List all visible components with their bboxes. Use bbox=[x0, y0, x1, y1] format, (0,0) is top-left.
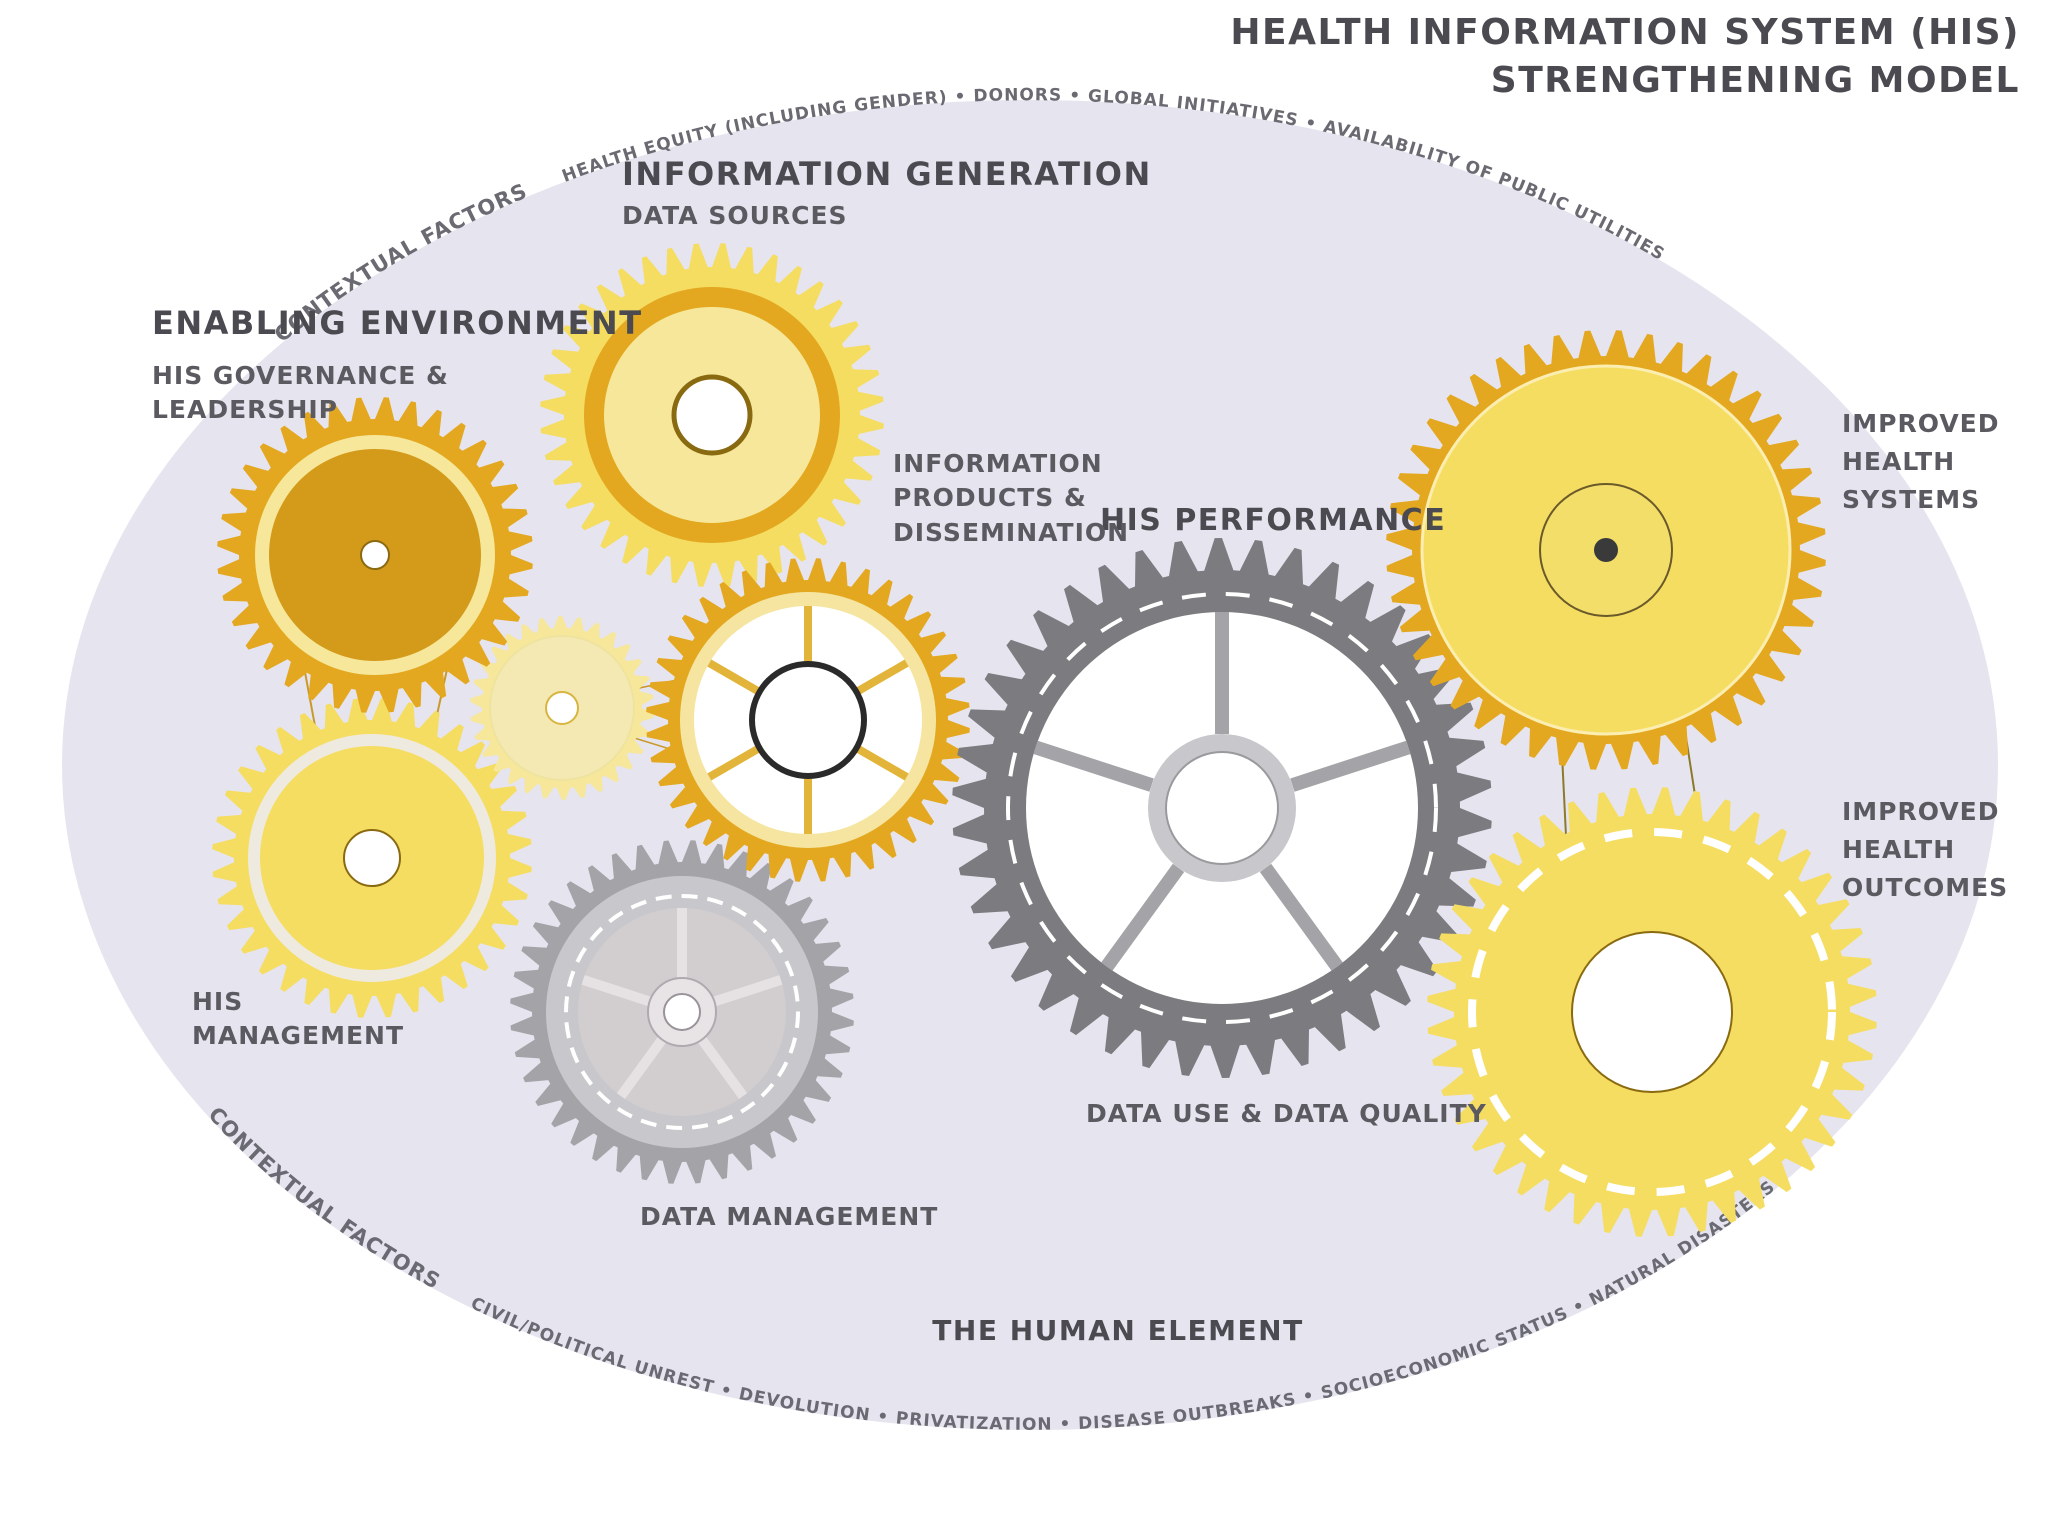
gear-his-performance bbox=[952, 538, 1492, 1078]
gear-spoke bbox=[1259, 863, 1343, 971]
label-improved-outcomes-line1: IMPROVED bbox=[1842, 797, 2000, 826]
gear-hub bbox=[749, 661, 867, 779]
label-info-products-line3: DISSEMINATION bbox=[893, 518, 1129, 547]
gear-spoke bbox=[581, 975, 656, 1008]
label-data-use-quality: DATA USE & DATA QUALITY bbox=[1086, 1099, 1487, 1128]
gear-hub bbox=[663, 993, 701, 1031]
gear-spoke bbox=[1101, 863, 1185, 971]
heading-his-performance: HIS PERFORMANCE bbox=[1100, 503, 1446, 538]
gear-information-products bbox=[646, 558, 970, 882]
label-governance-line1: HIS GOVERNANCE & bbox=[152, 361, 449, 390]
gear-hub bbox=[1594, 538, 1618, 562]
gear-hub bbox=[1571, 931, 1733, 1093]
heading-enabling-environment: ENABLING ENVIRONMENT bbox=[152, 304, 643, 342]
label-improved-outcomes-line3: OUTCOMES bbox=[1842, 873, 2008, 902]
gear-hub bbox=[360, 540, 390, 570]
heading-information-generation: INFORMATION GENERATION bbox=[622, 155, 1152, 193]
gear-improved-outcomes bbox=[1427, 787, 1877, 1237]
label-his-management-line1: HIS bbox=[192, 987, 243, 1016]
gear-data-management bbox=[510, 840, 854, 1184]
gear-spoke bbox=[1033, 740, 1154, 792]
gear-small-connector bbox=[470, 616, 654, 800]
label-improved-systems-line1: IMPROVED bbox=[1842, 409, 2000, 438]
gear-hub bbox=[1165, 751, 1279, 865]
gear-ring bbox=[564, 894, 800, 1130]
label-human-element: THE HUMAN ELEMENT bbox=[932, 1314, 1303, 1347]
gear-spoke bbox=[851, 659, 909, 698]
gear-governance bbox=[217, 397, 533, 713]
gear-spoke bbox=[695, 1033, 748, 1100]
label-improved-systems-line2: HEALTH bbox=[1842, 447, 1955, 476]
gear-data-sources bbox=[540, 243, 884, 587]
gear-spoke bbox=[708, 975, 783, 1008]
diagram-title-line1: HEALTH INFORMATION SYSTEM (HIS) bbox=[1230, 12, 2020, 53]
label-data-management: DATA MANAGEMENT bbox=[640, 1202, 938, 1231]
gear-spoke bbox=[616, 1033, 669, 1100]
gear-hub bbox=[343, 829, 401, 887]
gear-spoke bbox=[851, 742, 909, 781]
label-governance-line2: LEADERSHIP bbox=[152, 395, 338, 424]
gear-spoke bbox=[707, 742, 765, 781]
gear-ring bbox=[1006, 592, 1438, 1024]
gear-hub bbox=[545, 691, 579, 725]
label-data-sources: DATA SOURCES bbox=[622, 201, 848, 230]
gear-spoke bbox=[707, 659, 765, 698]
gear-ring bbox=[1468, 828, 1836, 1196]
gear-spoke bbox=[1290, 740, 1411, 792]
gear-improved-systems bbox=[1386, 330, 1826, 770]
label-improved-systems-line3: SYSTEMS bbox=[1842, 485, 1980, 514]
label-his-management-line2: MANAGEMENT bbox=[192, 1021, 404, 1050]
label-improved-outcomes-line2: HEALTH bbox=[1842, 835, 1955, 864]
gear-ring bbox=[248, 734, 496, 982]
diagram-title-line2: STRENGTHENING MODEL bbox=[1491, 60, 2020, 101]
label-info-products-line2: PRODUCTS & bbox=[893, 483, 1087, 512]
label-info-products-line1: INFORMATION bbox=[893, 449, 1103, 478]
gear-his-management bbox=[212, 698, 532, 1018]
gear-hub bbox=[671, 374, 753, 456]
